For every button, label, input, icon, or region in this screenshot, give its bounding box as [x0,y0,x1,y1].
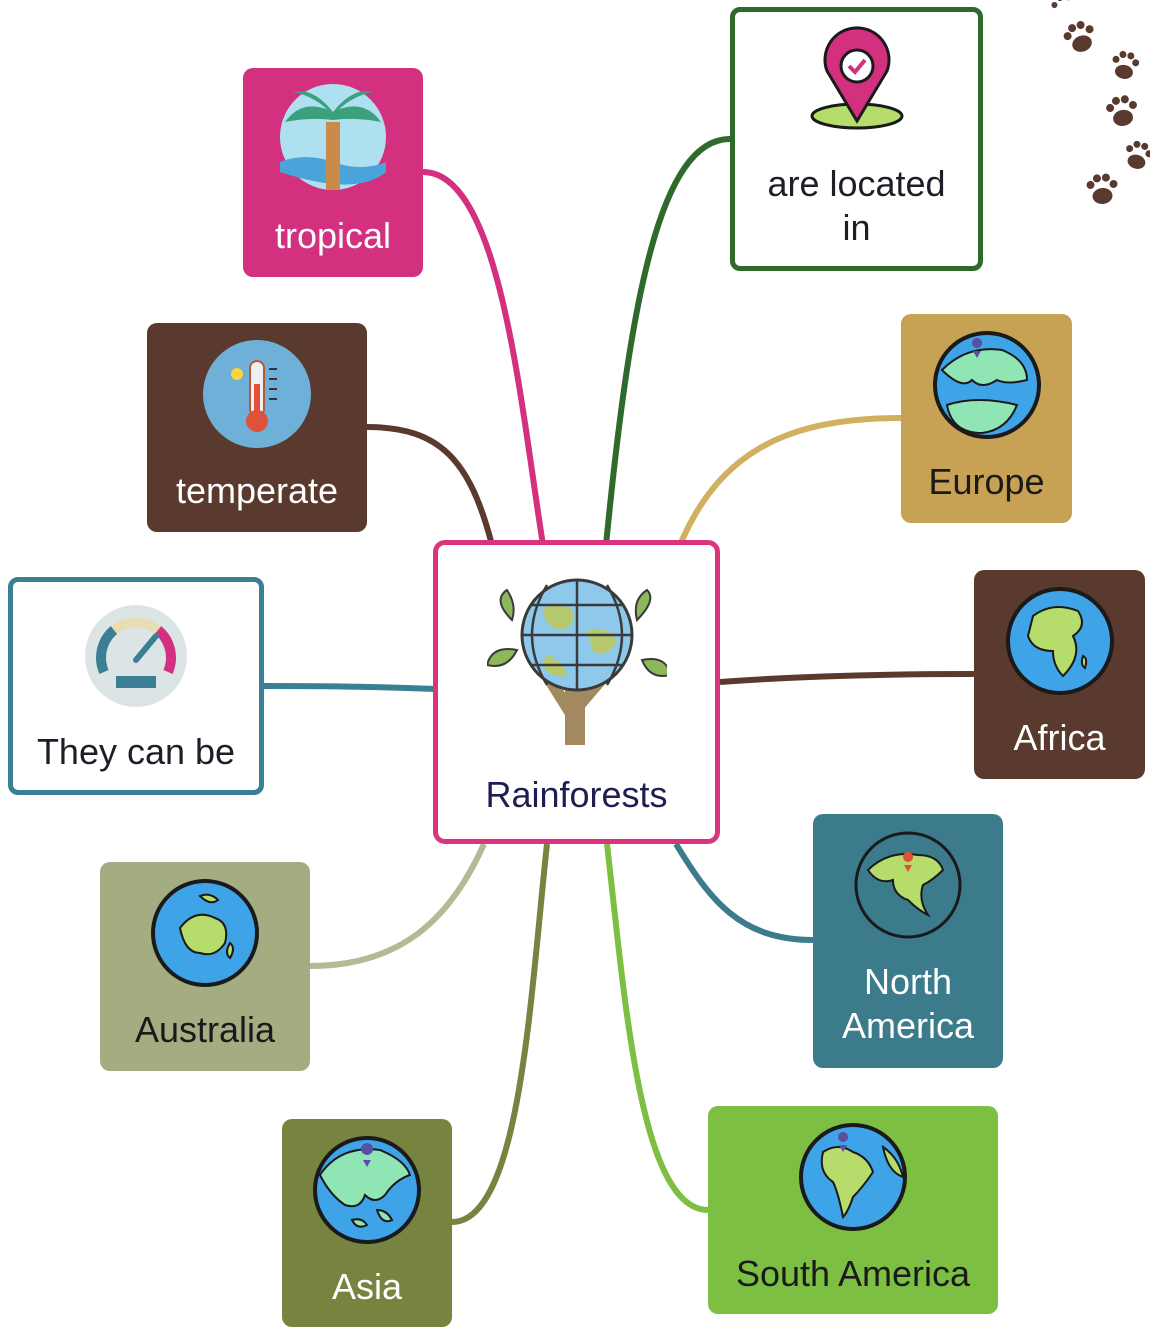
node-south-america[interactable]: South America [708,1106,998,1314]
temperate-label: temperate [175,470,339,511]
asia-label: Asia [331,1266,403,1307]
connector-temperate [366,424,495,546]
palm-tree-icon [280,84,386,190]
connector-asia [451,843,550,1225]
node-they-can-be[interactable]: They can be [8,577,264,795]
connector-north-america [673,842,814,943]
south-america-label: South America [735,1253,971,1294]
connector-they-can-be [263,683,437,692]
globe-south-america-icon [799,1123,907,1231]
globe-australia-icon [151,879,259,987]
located-label-line2: in [842,207,871,248]
node-africa[interactable]: Africa [974,570,1145,779]
node-are-located-in[interactable]: are located in [730,7,983,271]
globe-tree-icon [486,578,667,745]
globe-africa-icon [1005,587,1114,695]
gauge-icon [85,605,187,707]
node-north-america[interactable]: North America [813,814,1003,1068]
connector-africa [719,671,975,685]
africa-label: Africa [1013,717,1106,758]
connector-south-america [604,843,709,1213]
connector-tropical [422,169,546,546]
node-europe[interactable]: Europe [901,314,1072,523]
node-asia[interactable]: Asia [282,1119,452,1327]
thermometer-icon [203,340,311,448]
center-label: Rainforests [485,774,668,815]
paw-prints-icon [1051,0,1150,204]
connector-located [603,136,731,546]
globe-asia-icon [313,1136,421,1244]
north-america-label-line2: America [841,1005,975,1046]
center-node-rainforests[interactable]: Rainforests [433,540,720,844]
europe-label: Europe [928,461,1045,502]
globe-north-america-icon [854,831,962,939]
they-can-be-label: They can be [36,731,236,772]
located-label-line1: are located [767,163,946,204]
australia-label: Australia [134,1009,276,1050]
connector-australia [309,842,487,969]
tropical-label: tropical [274,215,392,256]
connector-europe [677,415,902,547]
location-pin-icon [810,26,903,130]
node-australia[interactable]: Australia [100,862,310,1071]
node-temperate[interactable]: temperate [147,323,367,532]
globe-europe-icon [932,331,1041,439]
node-tropical[interactable]: tropical [243,68,423,277]
north-america-label-line1: North [863,961,953,1002]
